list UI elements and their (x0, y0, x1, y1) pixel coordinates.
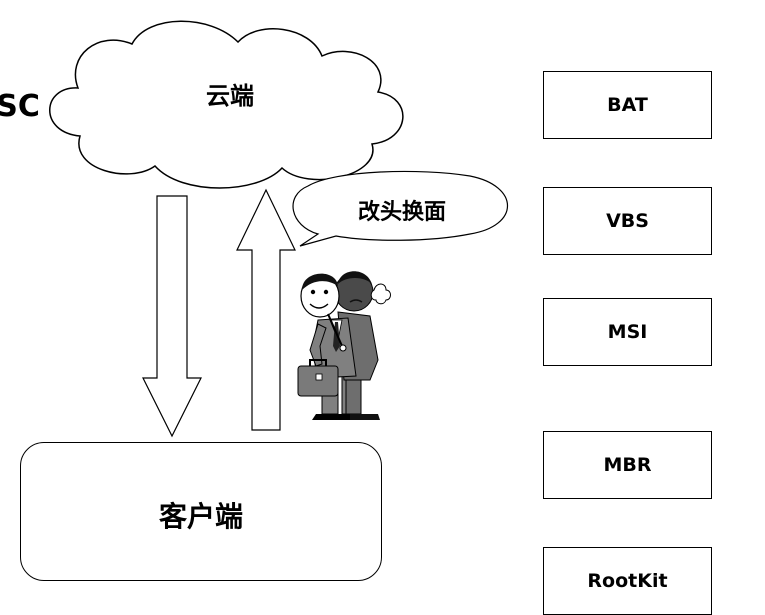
client-label: 客户端 (158, 500, 243, 533)
file-type-box-rootkit: RootKit (543, 547, 712, 615)
client-box (20, 442, 382, 581)
up-arrow-icon (236, 188, 296, 431)
file-type-box-bat: BAT (543, 71, 712, 139)
file-type-box-vbs: VBS (543, 187, 712, 255)
cut-off-label: SSC (0, 89, 40, 124)
cloud-shape (49, 20, 404, 189)
speech-bubble-label: 改头换面 (357, 200, 446, 225)
file-type-label: RootKit (587, 570, 668, 592)
file-type-label: MSI (607, 321, 648, 343)
cloud-label: 云端 (206, 82, 254, 110)
file-type-label: BAT (607, 94, 648, 116)
disguised-businessman-icon (297, 271, 391, 420)
file-type-label: VBS (606, 210, 649, 232)
speech-bubble-shape (292, 170, 509, 247)
down-arrow-icon (142, 195, 202, 438)
file-type-box-mbr: MBR (543, 431, 712, 499)
file-type-label: MBR (603, 454, 652, 476)
file-type-box-msi: MSI (543, 298, 712, 366)
